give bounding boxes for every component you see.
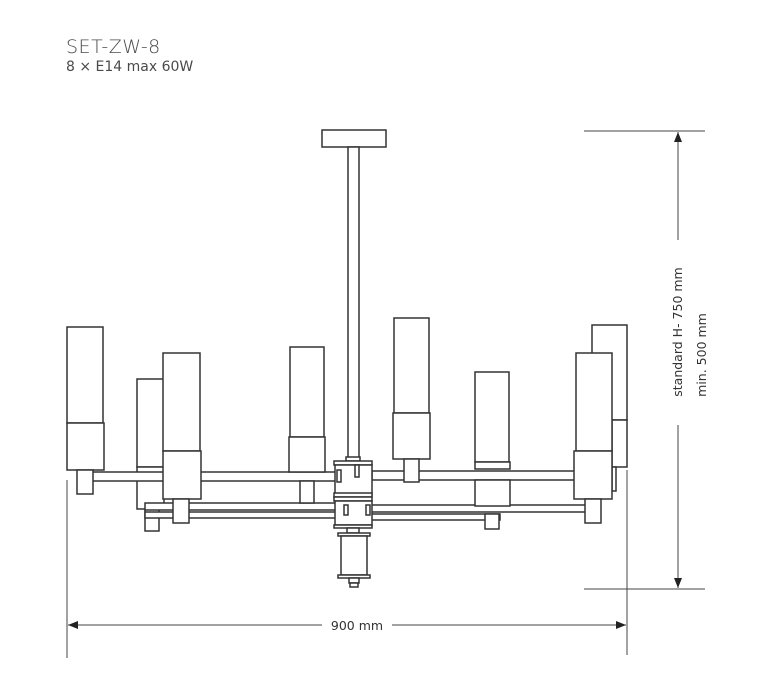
width-label: 900 mm <box>331 618 383 633</box>
lamp-center-left <box>288 346 326 504</box>
lamp-left-2 <box>162 352 202 524</box>
height-min-label: min. 500 mm <box>694 313 709 397</box>
height-standard-label: standard H- 750 mm <box>670 267 685 397</box>
lamp-center-right <box>392 317 431 483</box>
lamp-right-front <box>573 352 613 524</box>
width-dimension: 900 mm <box>66 470 628 658</box>
upper-arms <box>79 470 588 482</box>
central-hub <box>333 456 373 588</box>
height-dimension: standard H- 750 mm min. 500 mm <box>584 130 709 590</box>
model-name: SET-ZW-8 <box>66 36 161 58</box>
bulb-spec: 8 × E14 max 60W <box>66 59 194 75</box>
lamp-far-left <box>66 326 105 495</box>
lower-arms <box>144 502 589 521</box>
canopy <box>321 129 387 460</box>
lamp-right-mid <box>474 371 511 530</box>
title-block: SET-ZW-8 8 × E14 max 60W <box>66 36 193 76</box>
